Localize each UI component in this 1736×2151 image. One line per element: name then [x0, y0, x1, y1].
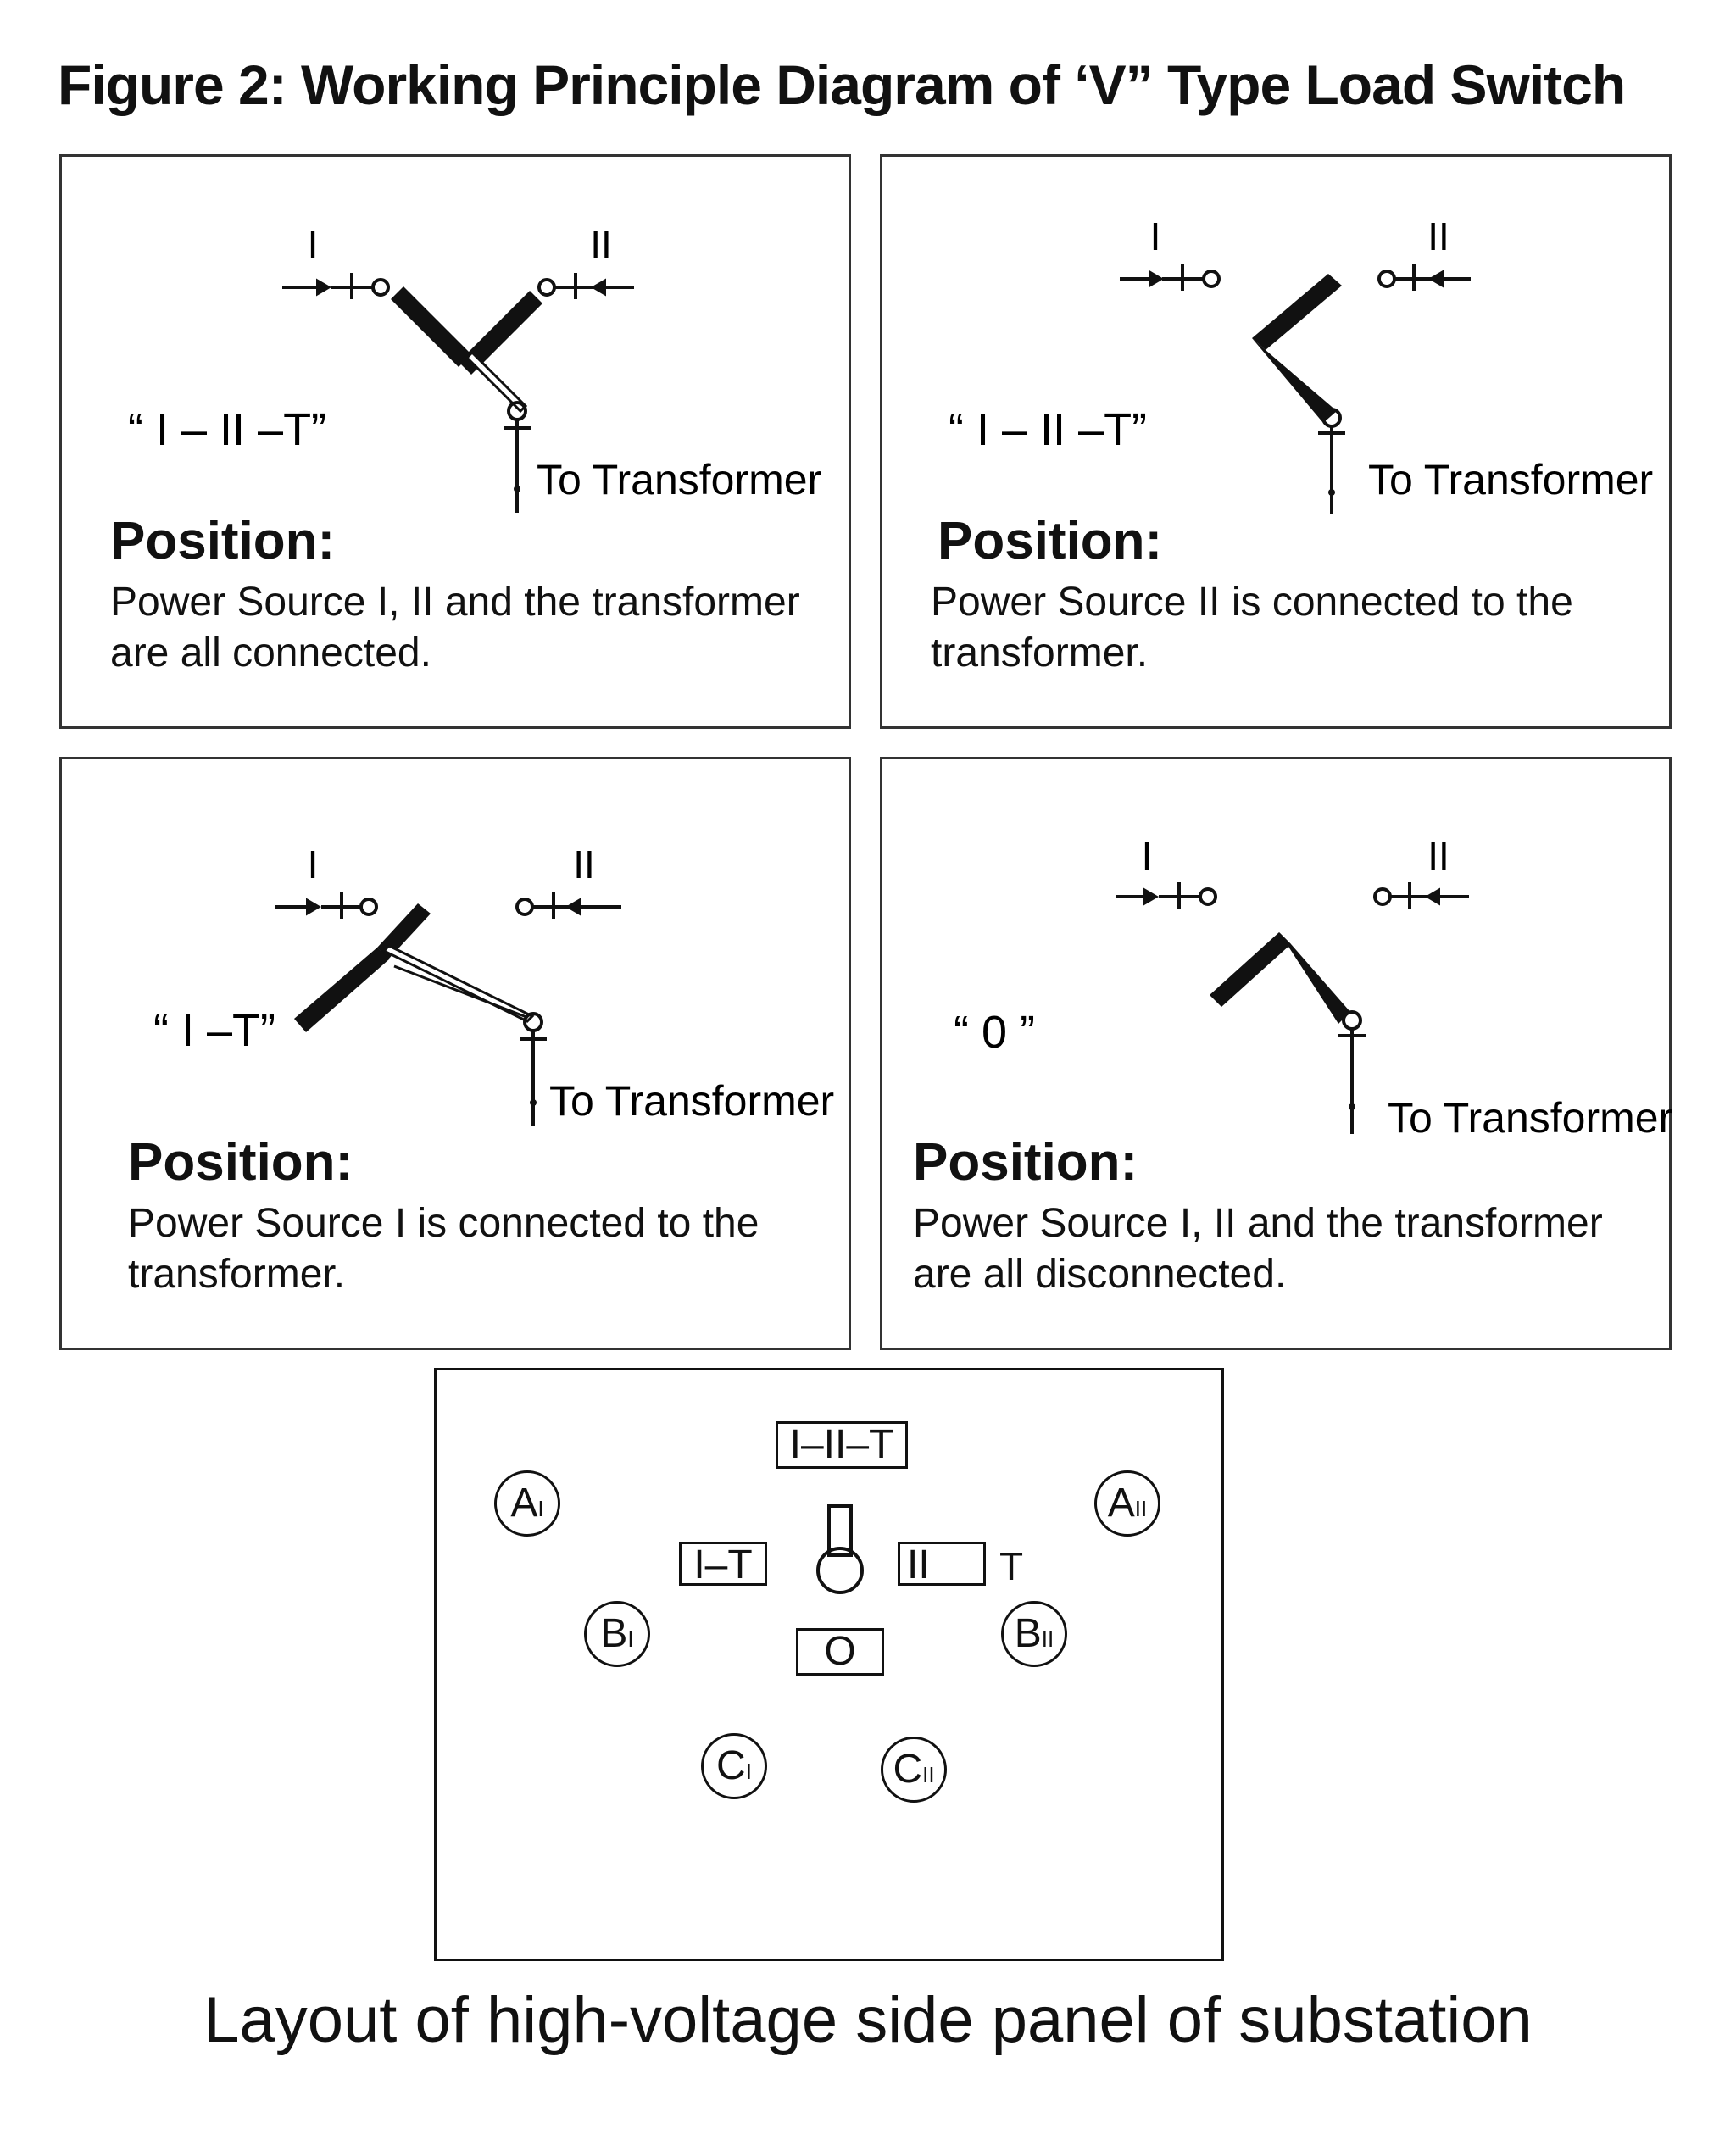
to-transformer-label-1: To Transformer	[537, 456, 821, 503]
source-two-label: II	[590, 223, 612, 267]
to-transformer-label-3: To Transformer	[549, 1077, 834, 1125]
v-blade-arm-1	[1252, 274, 1342, 350]
v-blade-arm-2	[459, 291, 542, 375]
source-two-label: II	[573, 842, 595, 887]
panel-position-3: I II “ I –T” To Transformer Position: Po…	[59, 757, 851, 1350]
panel-position-1: I II “ I – II –T” To Transformer Positio…	[59, 154, 851, 729]
position-heading-3: Position:	[128, 1133, 353, 1192]
position-description-4: Power Source I, II and the transformer a…	[913, 1201, 1603, 1297]
indicator-c-i: CI	[701, 1733, 767, 1799]
position-indicator-ii-t: II	[898, 1542, 986, 1587]
position-indicator-i-t: I–T	[679, 1542, 767, 1587]
position-description-2: Power Source II is connected to the tran…	[931, 580, 1573, 675]
source-one-label: I	[1142, 834, 1153, 878]
position-heading-1: Position:	[110, 512, 336, 570]
panel-position-4: I II “ 0 ” To Transformer Position: Powe…	[880, 757, 1672, 1350]
position-indicator-ii-label: II	[907, 1542, 930, 1587]
v-blade-arm-2	[1279, 932, 1350, 1024]
position-heading-2: Position:	[938, 512, 1163, 570]
panel-position-2: I II “ I – II –T” To Transformer Positio…	[880, 154, 1672, 729]
switch-diagram-3: I II “ I –T” To Transformer	[153, 842, 834, 1126]
switch-diagram-2: I II “ I – II –T” To Transformer	[949, 214, 1653, 514]
source-one-label: I	[308, 223, 319, 267]
position-description-3: Power Source I is connected to the trans…	[128, 1201, 760, 1297]
position-heading-4: Position:	[913, 1133, 1138, 1192]
figure-title: Figure 2: Working Principle Diagram of ‘…	[58, 53, 1626, 116]
to-transformer-label-2: To Transformer	[1368, 456, 1653, 503]
position-code-2: “ I – II –T”	[949, 404, 1147, 455]
v-blade-arm-1	[1210, 932, 1291, 1007]
position-indicator-i-ii-t: I–II–T	[776, 1421, 908, 1469]
source-two-label: II	[1427, 214, 1449, 258]
switch-diagram-4: I II “ 0 ” To Transformer	[954, 834, 1672, 1142]
layout-caption: Layout of high-voltage side panel of sub…	[203, 1984, 1533, 2056]
indicator-b-i: BI	[584, 1601, 650, 1667]
source-two-label: II	[1427, 834, 1449, 878]
position-code-3: “ I –T”	[153, 1005, 275, 1056]
position-indicator-zero: O	[796, 1628, 884, 1676]
position-code-1: “ I – II –T”	[128, 404, 326, 455]
source-one-label: I	[1150, 214, 1161, 258]
switch-diagram-1: I II “ I – II –T” To Transformer	[128, 223, 821, 513]
v-blade-arm-2	[1252, 338, 1337, 423]
indicator-a-i: AI	[494, 1470, 560, 1537]
source-one-label: I	[308, 842, 319, 887]
position-code-4: “ 0 ”	[954, 1007, 1035, 1058]
v-blade-arm-2	[294, 948, 389, 1032]
indicator-c-ii: CII	[881, 1737, 947, 1803]
indicator-a-ii: AII	[1094, 1470, 1160, 1537]
indicator-b-ii: BII	[1001, 1601, 1067, 1667]
position-description-1: Power Source I, II and the transformer a…	[110, 580, 800, 675]
v-blade-arm-1	[391, 286, 471, 367]
position-indicator-t-label: T	[999, 1544, 1024, 1588]
hv-side-panel-layout: I–II–T I–T II T O AI AII BI BII CI CII	[434, 1368, 1224, 1961]
to-transformer-label-4: To Transformer	[1388, 1094, 1672, 1142]
